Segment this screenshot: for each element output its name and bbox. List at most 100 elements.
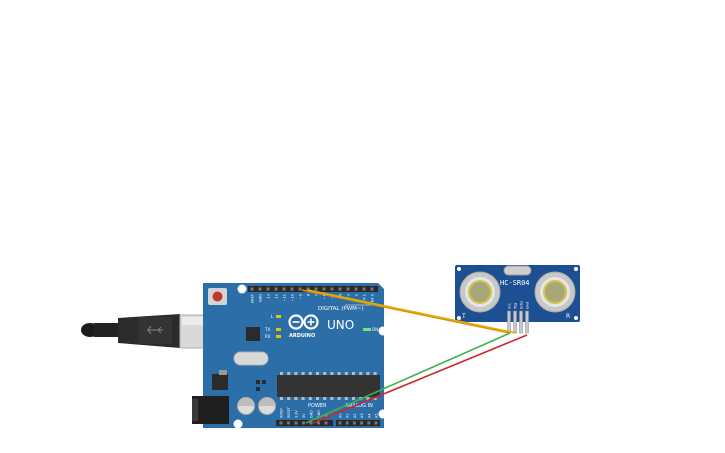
chip-pin xyxy=(287,372,291,375)
pin-label: ~10 xyxy=(291,293,295,301)
chip-pin xyxy=(352,372,355,375)
header-pin[interactable] xyxy=(362,287,366,291)
header-pin[interactable] xyxy=(298,287,302,291)
chip-pin xyxy=(366,397,370,400)
sensor-pin-label: Vcc xyxy=(508,303,512,309)
sensor-pin[interactable] xyxy=(519,310,523,334)
header-pin[interactable] xyxy=(322,287,326,291)
sensor-pin[interactable] xyxy=(507,310,511,334)
ultrasonic-transmitter xyxy=(459,271,501,313)
header-pin[interactable] xyxy=(287,421,290,425)
chip-pin xyxy=(344,397,348,400)
sensor-pin[interactable] xyxy=(525,310,529,334)
rx-led xyxy=(276,335,281,338)
pin-label: 7 xyxy=(315,294,319,296)
digital-header xyxy=(248,286,378,292)
arduino-brand-text: ARDUINO xyxy=(289,333,315,339)
sensor-mount-hole xyxy=(457,267,461,271)
pin-label: ~3 xyxy=(347,294,351,299)
chip-pin xyxy=(337,372,341,375)
digital-header-pins xyxy=(250,287,374,291)
header-pin[interactable] xyxy=(274,287,278,291)
wires xyxy=(301,289,528,424)
header-pin[interactable] xyxy=(290,287,294,291)
sensor-mount-hole xyxy=(457,316,461,320)
header-pin[interactable] xyxy=(250,287,254,291)
voltage-regulator-tab xyxy=(219,370,227,375)
pin-label: A2 xyxy=(353,414,357,418)
sensor-crystal xyxy=(503,265,532,276)
chip-pin xyxy=(301,372,305,375)
receiver-mark: R xyxy=(566,313,570,320)
tx-led-label: TX xyxy=(264,327,270,332)
usb-cable-strain-relief xyxy=(94,323,120,337)
l-led xyxy=(276,315,281,318)
chip-pin xyxy=(294,372,298,375)
bottom-header-pins xyxy=(279,421,378,425)
header-pin[interactable] xyxy=(279,421,283,425)
orange-wire[interactable] xyxy=(301,289,511,334)
usb-icon xyxy=(147,325,163,335)
pin-label: 4 xyxy=(339,293,343,296)
header-pin[interactable] xyxy=(370,287,374,291)
reset-button[interactable] xyxy=(212,291,223,302)
pin-label: 3.3V xyxy=(295,410,299,418)
voltage-regulator xyxy=(212,374,228,390)
sensor-pin-label: Gnd xyxy=(526,302,530,309)
pin-label: A5 xyxy=(375,414,379,418)
transmitter-mark: T xyxy=(461,313,466,320)
header-pin[interactable] xyxy=(282,287,286,291)
header-pin[interactable] xyxy=(324,421,328,425)
chip-pin xyxy=(330,372,334,375)
pin-label: A4 xyxy=(367,414,371,418)
header-pin[interactable] xyxy=(330,287,334,291)
header-pin[interactable] xyxy=(294,421,298,425)
chip-pin xyxy=(373,372,377,375)
mounting-hole xyxy=(378,326,388,336)
header-pin[interactable] xyxy=(367,421,371,425)
chip-pin xyxy=(316,397,319,400)
header-pin[interactable] xyxy=(314,287,318,291)
header-pin[interactable] xyxy=(302,421,305,425)
chip-pin xyxy=(316,372,319,375)
analog-in-label: ANALOG IN xyxy=(345,403,373,409)
header-pin[interactable] xyxy=(360,421,364,425)
header-pin[interactable] xyxy=(374,421,378,425)
header-pin[interactable] xyxy=(338,287,342,291)
pin-label: RESET xyxy=(287,406,291,418)
smd-component xyxy=(262,380,266,384)
capacitor-top xyxy=(258,397,276,406)
tx-led xyxy=(276,328,281,331)
header-pin[interactable] xyxy=(352,421,356,425)
header-pin[interactable] xyxy=(354,287,358,291)
header-pin[interactable] xyxy=(309,421,313,425)
red-wire[interactable] xyxy=(312,334,528,424)
pin-label: GND xyxy=(310,410,314,418)
power-jack[interactable] xyxy=(192,396,229,424)
crystal-oscillator xyxy=(233,351,269,366)
header-pin[interactable] xyxy=(306,287,310,291)
sensor-pin[interactable] xyxy=(513,310,517,334)
mounting-hole xyxy=(233,419,243,429)
yellow-wire[interactable] xyxy=(307,289,517,334)
green-wire[interactable] xyxy=(305,332,511,424)
pin-label: A0 xyxy=(339,414,343,418)
power-label: POWER xyxy=(308,403,327,409)
header-pin[interactable] xyxy=(346,287,350,291)
header-pin[interactable] xyxy=(258,287,262,291)
header-pin[interactable] xyxy=(266,287,270,291)
pin-label: GND xyxy=(317,410,321,418)
pin-label: A3 xyxy=(360,414,364,418)
header-pin[interactable] xyxy=(317,421,320,425)
sensor-pin-label: Trig xyxy=(514,303,518,310)
header-pin[interactable] xyxy=(338,421,342,425)
pin-label: RX 0 xyxy=(371,293,375,302)
chip-pin xyxy=(366,372,370,375)
sensor-model-label: HC-SR04 xyxy=(500,279,530,287)
header-pin[interactable] xyxy=(345,421,349,425)
